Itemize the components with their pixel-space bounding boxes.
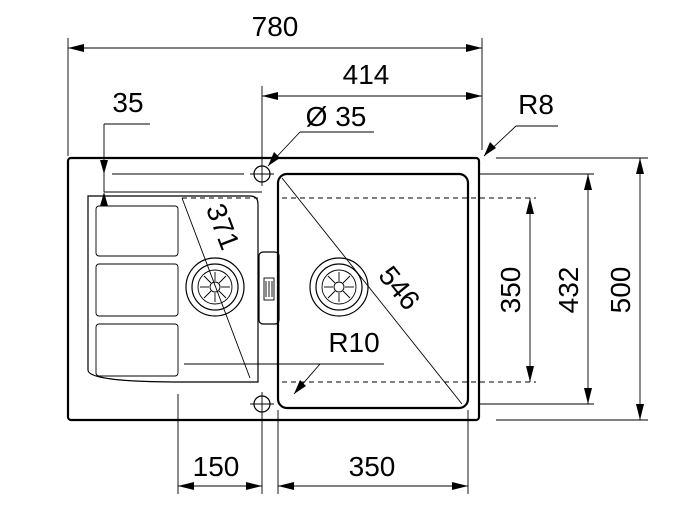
drainer-diagonal-line — [181, 197, 251, 379]
drainer-outline — [87, 195, 259, 383]
bowl-diagonal-line — [281, 177, 463, 405]
dim-bowl-corner-radius: R10 — [328, 327, 379, 358]
dim-corner-radius-outer: R8 — [518, 89, 554, 120]
tap-hole-mark-icon — [250, 162, 274, 186]
dim-overall-width: 780 — [252, 11, 299, 42]
bowl-outline — [276, 172, 470, 410]
dim-bowl-diagonal: 546 — [373, 260, 426, 316]
dim-drainer-diagonal: 371 — [200, 199, 246, 254]
dim-tap-hole: Ø 35 — [306, 101, 367, 132]
bowl-waste-strainer-icon — [309, 257, 369, 317]
tap-hole-mark-lower-icon — [250, 392, 274, 416]
waste-strainer-icon — [185, 257, 245, 317]
dim-drainer-width: 150 — [193, 451, 240, 482]
dim-drain-offset: 35 — [112, 87, 143, 118]
drainer-groove-3 — [95, 323, 179, 377]
dim-bowl-depth: 350 — [495, 267, 526, 314]
dim-bowl-width: 350 — [349, 451, 396, 482]
dim-bowl-offset-width: 414 — [343, 59, 390, 90]
dim-inner-depth: 432 — [553, 267, 584, 314]
drainer-groove-2 — [95, 263, 179, 317]
dim-overall-depth: 500 — [605, 267, 636, 314]
drainer-groove-1 — [95, 205, 179, 257]
overflow-slot-icon — [258, 251, 280, 325]
